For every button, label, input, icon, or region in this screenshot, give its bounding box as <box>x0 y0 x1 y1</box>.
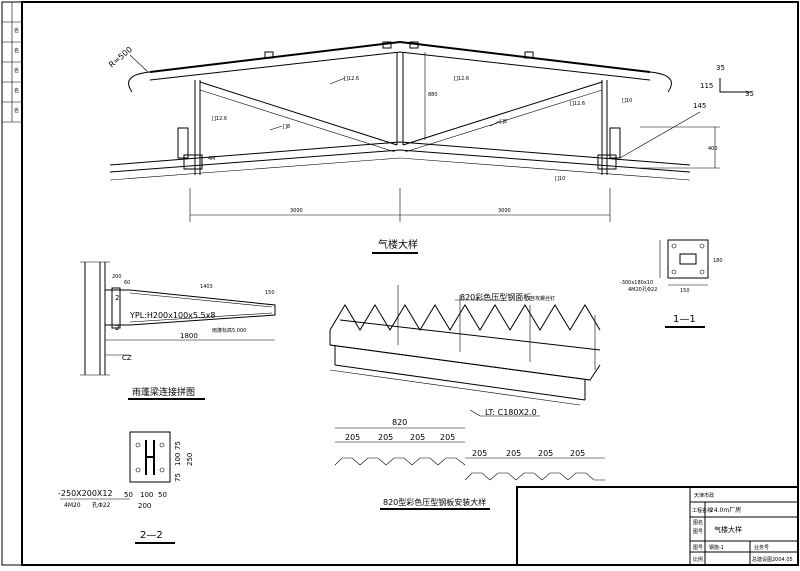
truss-title: 气楼大样 <box>378 238 418 251</box>
sec11-dim-180: 180 <box>713 258 723 264</box>
tb-row3-value: 气楼大样 <box>714 525 742 534</box>
beam-dim-60: 60 <box>124 280 130 286</box>
bottom-width-1: 205 <box>472 449 487 458</box>
section-22-title: 2—2 <box>140 530 163 541</box>
sec11-label-b: 4M20 <box>628 287 642 293</box>
side-cell-3: 名 <box>14 67 19 74</box>
sec22-dim-100: 100 <box>174 453 182 466</box>
member-label-1: []12.6 <box>344 76 359 82</box>
angle-dim-c: 35 <box>745 90 754 98</box>
section-11-title: 1—1 <box>673 314 696 325</box>
tb-row1-label: 天津市政 <box>694 492 714 499</box>
span-right-label: 3000 <box>498 208 511 214</box>
section-2-2: 75 100 75 250 50 100 50 200 -250X200X12 … <box>58 431 194 544</box>
width-820-label: 820 <box>392 418 407 427</box>
title-block: 天津市政 工程名称 24.0m厂房 图名 图号 气楼大样 图号 钢施-1 业务号… <box>516 486 799 566</box>
ypl-label: YPL:H200x100x5.5x8 <box>129 311 215 320</box>
angle-dim-a: 35 <box>716 64 725 72</box>
tb-row5-value: 总建设图2004.05 <box>752 556 793 563</box>
screw-label: 自攻螺丝钉 <box>530 295 555 302</box>
lt-label: LT: C180X2.0 <box>485 408 537 417</box>
bottom-width-3: 205 <box>538 449 553 458</box>
panel-label: 820彩色压型钢面板 <box>460 292 531 302</box>
tb-row4-value: 钢施-1 <box>709 544 724 551</box>
tb-row4-label: 图号 <box>693 545 703 551</box>
sec22-dim-50a: 50 <box>124 491 133 499</box>
inner-frame <box>21 1 799 566</box>
member-label-4: []12.6 <box>570 101 585 107</box>
side-cell-2: 名 <box>14 47 19 54</box>
sec11-label-a: -300x180x10 <box>620 280 653 286</box>
angle-dim-d: 145 <box>693 102 706 110</box>
canopy-beam-detail: 1800 1403 150 200 60 YPL:H200x100x5.5x8 … <box>80 261 276 400</box>
side-cell-5: 名 <box>14 107 19 114</box>
beam-dim-150: 150 <box>265 290 275 296</box>
canopy-elev-label: 雨蓬标高5.000 <box>212 327 246 334</box>
tb-row4-extra: 业务号 <box>754 544 769 551</box>
sec22-dim-200: 200 <box>138 502 151 510</box>
side-strip: 名 名 名 名 名 <box>2 2 22 123</box>
beam-dim-1800: 1800 <box>180 332 198 340</box>
sec22-dim-100b: 100 <box>140 491 153 499</box>
tb-row5-label: 比例 <box>693 556 703 563</box>
side-cell-1: 名 <box>14 27 19 34</box>
member-label-3: []12.6 <box>212 116 227 122</box>
sec11-label-c: 孔Φ22 <box>642 286 657 293</box>
radius-label: R=500 <box>107 45 134 70</box>
beam-dim-1403: 1403 <box>200 284 213 290</box>
mark-2b: 2 <box>115 324 119 332</box>
mark-2a: 2 <box>115 294 119 302</box>
member-label-9: 4M <box>208 156 216 162</box>
sec22-dim-50b: 50 <box>158 491 167 499</box>
sec22-hole-label: 孔Φ22 <box>92 501 111 509</box>
sec22-bolt-label: 4M20 <box>64 502 81 509</box>
beam-dim-200: 200 <box>112 274 122 280</box>
sec22-dim-250: 250 <box>186 453 194 466</box>
sec22-plate-label: -250X200X12 <box>58 489 113 498</box>
angle-dim-b: 115 <box>700 82 713 90</box>
beam-detail-title: 雨蓬梁连接拼图 <box>132 386 195 398</box>
bottom-width-2: 205 <box>506 449 521 458</box>
roof-panel-detail: 820彩色压型钢面板 自攻螺丝钉 LT: C180X2.0 820 205 20… <box>329 285 605 510</box>
top-width-4: 205 <box>440 433 455 442</box>
right-dim-vertical: 400 <box>708 146 718 152</box>
section-1-1: 180 150 -300x180x10 4M20 孔Φ22 1—1 <box>620 239 723 328</box>
panel-title: 820型彩色压型钢板安装大样 <box>383 497 486 507</box>
member-label-5: []8 <box>283 124 290 130</box>
side-cell-4: 名 <box>14 87 19 94</box>
sec22-dim-75a: 75 <box>174 441 182 450</box>
tb-row2-value: 24.0m厂房 <box>710 506 741 514</box>
member-label-6: []8 <box>500 119 507 125</box>
sec11-dim-150: 150 <box>680 288 690 294</box>
cz-label: CZ <box>122 354 132 362</box>
tb-row3-label: 图名 <box>693 519 703 526</box>
height-label: 880 <box>428 92 438 98</box>
top-width-3: 205 <box>410 433 425 442</box>
member-label-7: []10 <box>622 98 632 104</box>
top-width-2: 205 <box>378 433 393 442</box>
span-left-label: 3000 <box>290 208 303 214</box>
top-width-1: 205 <box>345 433 360 442</box>
tb-row2-label: 工程名称 <box>692 507 712 514</box>
member-label-8: []10 <box>555 176 565 182</box>
bottom-width-4: 205 <box>570 449 585 458</box>
member-label-2: []12.6 <box>454 76 469 82</box>
truss-elevation: 3000 3000 R=500 880 []12.6 []12.6 []12.6… <box>107 40 754 254</box>
sec22-dim-75b: 75 <box>174 473 182 482</box>
tb-row3-sub: 图号 <box>693 529 703 535</box>
